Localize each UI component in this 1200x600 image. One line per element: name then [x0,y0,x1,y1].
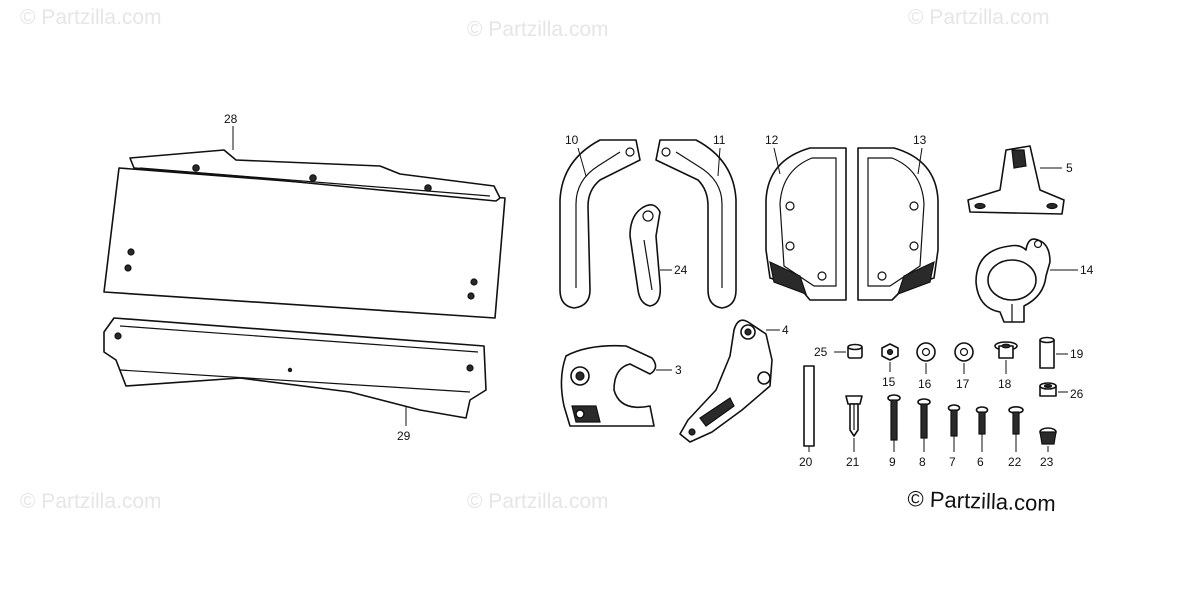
copyright-notice: © Partzilla.com [907,486,1057,517]
part-19-sleeve [1039,336,1055,369]
callout-29: 29 [397,429,411,443]
callout-15: 15 [882,375,896,389]
watermark-bottom-center: © Partzilla.com [467,490,609,513]
part-25-spacer [847,343,863,359]
part-21-push-rivet [845,395,863,437]
callout-11: 11 [713,133,726,147]
callout-13: 13 [913,133,927,147]
callout-16: 16 [918,377,932,391]
part-24-lever [629,204,662,307]
part-26-collar [1039,382,1057,397]
callout-26: 26 [1070,387,1084,401]
part-29-lower-panel [103,317,487,419]
part-12-cover-left [765,147,847,301]
callout-10: 10 [565,133,579,147]
callout-6: 6 [977,455,984,469]
part-18-bushing [994,341,1018,359]
callout-7: 7 [949,455,956,469]
watermark-bottom-left: © Partzilla.com [20,490,162,513]
callout-21: 21 [846,455,860,469]
callout-17: 17 [956,377,970,391]
part-11-arm-right [655,139,737,309]
callout-14: 14 [1080,263,1094,277]
part-23-cap-nut [1039,427,1057,445]
callout-3: 3 [675,363,682,377]
callout-12: 12 [765,133,779,147]
callout-18: 18 [998,377,1012,391]
part-15-nut [881,343,899,361]
part-3-quick-clamp [560,344,657,427]
part-16-washer [916,342,936,362]
callout-19: 19 [1070,347,1084,361]
callout-9: 9 [889,455,896,469]
callout-23: 23 [1040,455,1054,469]
callout-24: 24 [674,263,688,277]
part-17-washer [954,342,974,362]
part-4-hinge-bracket [679,319,773,443]
watermark-top-center: © Partzilla.com [467,18,609,41]
watermark-top-right: © Partzilla.com [908,6,1050,29]
part-6-screw [975,406,989,435]
callout-25: 25 [814,345,828,359]
part-22-screw [1008,405,1024,435]
part-10-arm-left [559,139,641,309]
callout-22: 22 [1008,455,1022,469]
part-20-rod [803,365,815,447]
callout-28: 28 [224,112,238,126]
watermark-top-left: © Partzilla.com [20,6,162,29]
part-7-bolt [947,404,961,437]
part-8-bolt [917,398,931,439]
part-28-upper-panel [103,149,506,319]
part-13-cover-right [857,147,939,301]
callout-8: 8 [919,455,926,469]
part-14-clamp-ring [975,238,1051,323]
part-9-bolt [887,394,901,441]
callout-4: 4 [782,323,789,337]
part-5-bracket [967,145,1065,215]
callout-20: 20 [799,455,813,469]
callout-5: 5 [1066,161,1073,175]
